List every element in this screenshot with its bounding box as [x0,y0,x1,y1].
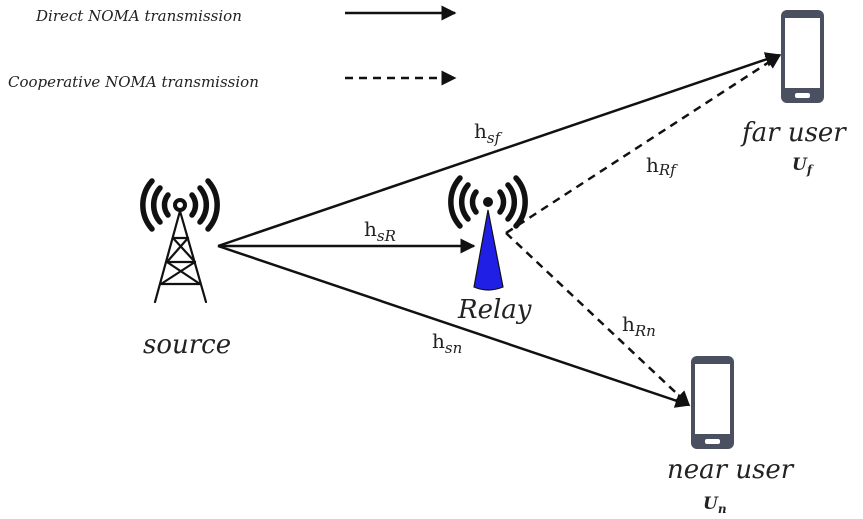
near-user-symbol: Un [703,494,727,516]
channel-label-h-sn: hsn [432,329,462,357]
links [217,52,782,408]
source-label: source [143,330,231,360]
channel-label-h-sR: hsR [364,217,396,245]
link-relay-far [505,53,782,235]
link-relay-near [505,232,691,407]
relay-label: Relay [457,295,532,325]
channel-label-h-Rn: hRn [622,312,656,340]
channel-label-h-sf: hsf [474,119,503,147]
channel-label-h-Rf: hRf [646,153,678,179]
legend-direct-label: Direct NOMA transmission [35,7,242,25]
far-user-phone-icon [781,10,824,103]
source-tower-icon [140,178,220,304]
legend-cooperative-label: Cooperative NOMA transmission [8,73,259,91]
far-user-label: far user [740,118,847,148]
legend: Direct NOMA transmission Cooperative NOM… [8,5,457,91]
relay-antenna-icon [448,175,528,291]
link-source-near [217,244,691,408]
near-user-phone-icon [691,356,734,449]
link-source-far [217,52,781,248]
far-user-symbol: Uf [792,155,814,177]
near-user-label: near user [667,455,795,485]
